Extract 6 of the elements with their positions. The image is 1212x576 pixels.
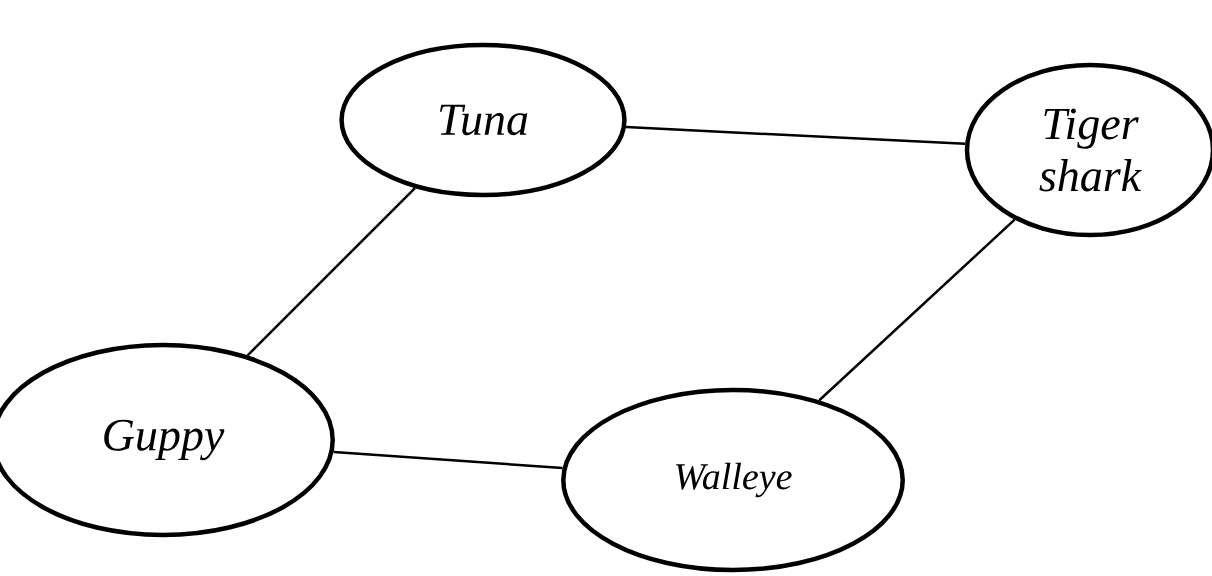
connector-line: [333, 450, 563, 470]
connector-line: [818, 218, 1016, 402]
ellipse-node: Walleye: [561, 387, 905, 573]
connector-line: [626, 125, 966, 146]
connector-line: [246, 187, 416, 357]
ellipse-node: Tuna: [339, 42, 627, 198]
